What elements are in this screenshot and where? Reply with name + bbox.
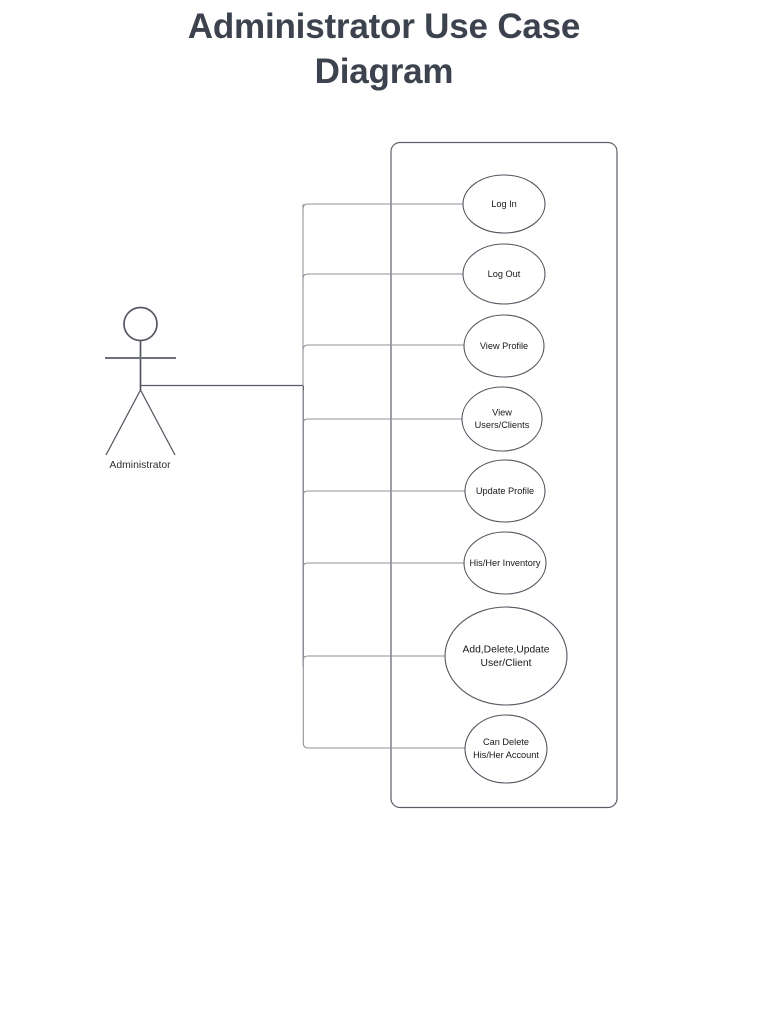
- use-case-label: His/Her Inventory: [470, 558, 541, 568]
- use-case-ellipse: [464, 459, 546, 523]
- use-case-view-users-clients[interactable]: View Users/Clients: [461, 386, 543, 452]
- association-log-out: [302, 273, 463, 285]
- association-add-delete-update: [302, 655, 445, 667]
- use-case-label: View Profile: [480, 341, 528, 351]
- use-case-add-delete-update-user-client[interactable]: Add,Delete,Update User/Client: [444, 606, 568, 706]
- actor-administrator[interactable]: Administrator: [105, 306, 176, 472]
- use-case-ellipse: [463, 314, 545, 378]
- use-case-label-line-1: Can Delete: [483, 737, 529, 747]
- use-case-his-her-inventory[interactable]: His/Her Inventory: [463, 531, 547, 595]
- actor-head-icon: [123, 306, 158, 342]
- association-view-users-clients: [302, 418, 462, 430]
- association-can-delete-account: [302, 390, 465, 749]
- use-case-log-out[interactable]: Log Out: [462, 243, 546, 305]
- association-update-profile: [302, 490, 465, 502]
- association-his-her-inventory: [302, 562, 464, 574]
- use-case-ellipse: [464, 714, 548, 784]
- use-case-label-line-1: View: [492, 407, 512, 417]
- use-case-label: Log Out: [488, 269, 521, 279]
- use-case-log-in[interactable]: Log In: [462, 174, 546, 234]
- use-case-label-line-2: User/Client: [481, 658, 532, 669]
- use-case-ellipse: [461, 386, 543, 452]
- system-boundary-box: [390, 141, 618, 809]
- actor-left-leg-icon: [105, 389, 142, 456]
- use-case-view-profile[interactable]: View Profile: [463, 314, 545, 378]
- association-log-in: [302, 203, 463, 215]
- use-case-ellipse: [462, 174, 546, 234]
- use-case-label-line-2: Users/Clients: [475, 420, 530, 430]
- use-case-can-delete-his-her-account[interactable]: Can Delete His/Her Account: [464, 714, 548, 784]
- use-case-update-profile[interactable]: Update Profile: [464, 459, 546, 523]
- use-case-ellipse: [444, 606, 568, 706]
- use-case-label-line-1: Add,Delete,Update: [462, 645, 549, 656]
- use-case-label: Log In: [491, 199, 517, 209]
- association-view-profile: [302, 344, 464, 356]
- actor-label: Administrator: [109, 460, 171, 471]
- use-case-label-line-2: His/Her Account: [473, 750, 539, 760]
- use-case-label: Update Profile: [476, 486, 534, 496]
- use-case-ellipse: [463, 531, 547, 595]
- actor-right-leg-icon: [139, 389, 176, 456]
- use-case-ellipse: [462, 243, 546, 305]
- page-title: Administrator Use Case Diagram: [187, 7, 581, 91]
